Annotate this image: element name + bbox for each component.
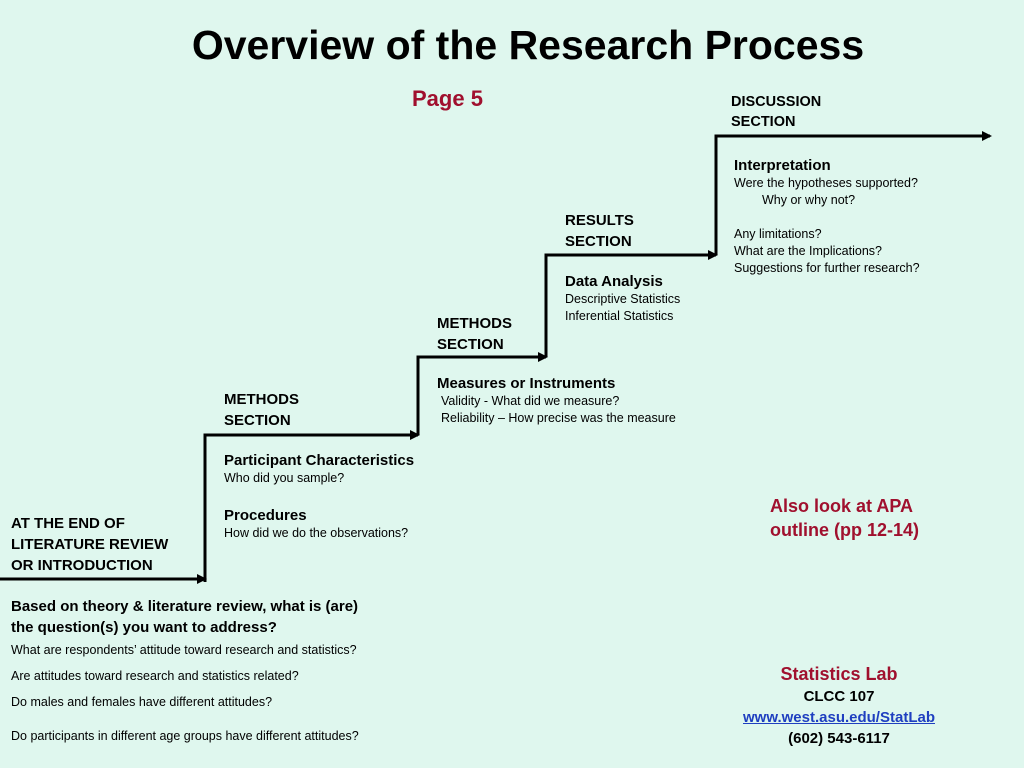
interpretation-item: What are the Implications? xyxy=(734,244,882,258)
section-label-line: DISCUSSION xyxy=(731,94,822,110)
section-label-line: SECTION xyxy=(224,412,291,429)
interpretation-item: Were the hypotheses supported? xyxy=(734,176,918,190)
question-item: Are attitudes toward research and statis… xyxy=(11,669,299,683)
stat-lab-phone: (602) 543-6117 xyxy=(788,730,890,747)
procedures-text: How did we do the observations? xyxy=(224,526,409,540)
research-question-heading: the question(s) you want to address? xyxy=(11,619,277,636)
start-label-line: AT THE END OF xyxy=(11,515,125,532)
measures-item: Validity - What did we measure? xyxy=(441,394,620,408)
data-analysis-item: Inferential Statistics xyxy=(565,309,674,323)
step-arrow-discussion xyxy=(714,131,992,255)
step-arrow-results xyxy=(544,250,718,357)
discussion-section-label: DISCUSSION SECTION xyxy=(731,92,821,132)
participant-text: Who did you sample? xyxy=(224,471,345,485)
question-item: Do males and females have different atti… xyxy=(11,695,273,709)
start-label: AT THE END OF LITERATURE REVIEW OR INTRO… xyxy=(11,513,168,576)
methods-section-label: METHODS SECTION xyxy=(224,389,299,431)
start-label-line: LITERATURE REVIEW xyxy=(11,536,169,553)
section-label-line: SECTION xyxy=(565,233,632,250)
section-label-line: METHODS xyxy=(437,315,512,332)
methods-section-label: METHODS SECTION xyxy=(437,313,512,355)
page-title: Overview of the Research Process xyxy=(191,22,865,68)
stat-lab-link[interactable]: www.west.asu.edu/StatLab xyxy=(743,709,935,726)
stat-lab-contact: Statistics Lab CLCC 107 www.west.asu.edu… xyxy=(719,662,959,749)
results-section-label: RESULTS SECTION xyxy=(565,210,634,252)
step-arrow-methods-1 xyxy=(203,430,420,582)
interpretation-item: Suggestions for further research? xyxy=(734,261,920,275)
data-analysis-block: Data Analysis Descriptive Statistics Inf… xyxy=(565,272,680,325)
start-label-line: OR INTRODUCTION xyxy=(11,557,153,574)
apa-note-line: Also look at APA xyxy=(770,496,914,516)
interpretation-item: Any limitations? xyxy=(734,227,822,241)
stat-lab-name: Statistics Lab xyxy=(780,664,898,684)
question-item: What are respondents’ attitude toward re… xyxy=(11,643,357,657)
data-analysis-item: Descriptive Statistics xyxy=(565,292,681,306)
page-reference: Page 5 xyxy=(412,86,483,111)
research-question-block: Based on theory & literature review, wha… xyxy=(11,596,358,638)
participant-block: Participant Characteristics Who did you … xyxy=(224,451,414,487)
section-label-line: SECTION xyxy=(437,336,504,353)
interpretation-item: Why or why not? xyxy=(762,193,856,207)
apa-note-line: outline (pp 12-14) xyxy=(770,520,920,540)
section-label-line: SECTION xyxy=(731,114,796,130)
research-question-heading: Based on theory & literature review, wha… xyxy=(11,598,359,615)
measures-heading: Measures or Instruments xyxy=(437,375,616,392)
participant-heading: Participant Characteristics xyxy=(224,452,415,469)
question-item: Do participants in different age groups … xyxy=(11,729,359,743)
interpretation-block: Interpretation Were the hypotheses suppo… xyxy=(734,156,920,277)
step-arrow-methods-2 xyxy=(416,352,548,435)
measures-item: Reliability – How precise was the measur… xyxy=(441,411,676,425)
measures-block: Measures or Instruments Validity - What … xyxy=(437,374,676,427)
apa-note: Also look at APA outline (pp 12-14) xyxy=(770,494,919,542)
data-analysis-heading: Data Analysis xyxy=(565,273,663,290)
section-label-line: RESULTS xyxy=(565,212,634,229)
stat-lab-room: CLCC 107 xyxy=(803,688,875,705)
section-label-line: METHODS xyxy=(224,391,299,408)
procedures-block: Procedures How did we do the observation… xyxy=(224,506,408,542)
interpretation-heading: Interpretation xyxy=(734,157,831,174)
procedures-heading: Procedures xyxy=(224,507,307,524)
